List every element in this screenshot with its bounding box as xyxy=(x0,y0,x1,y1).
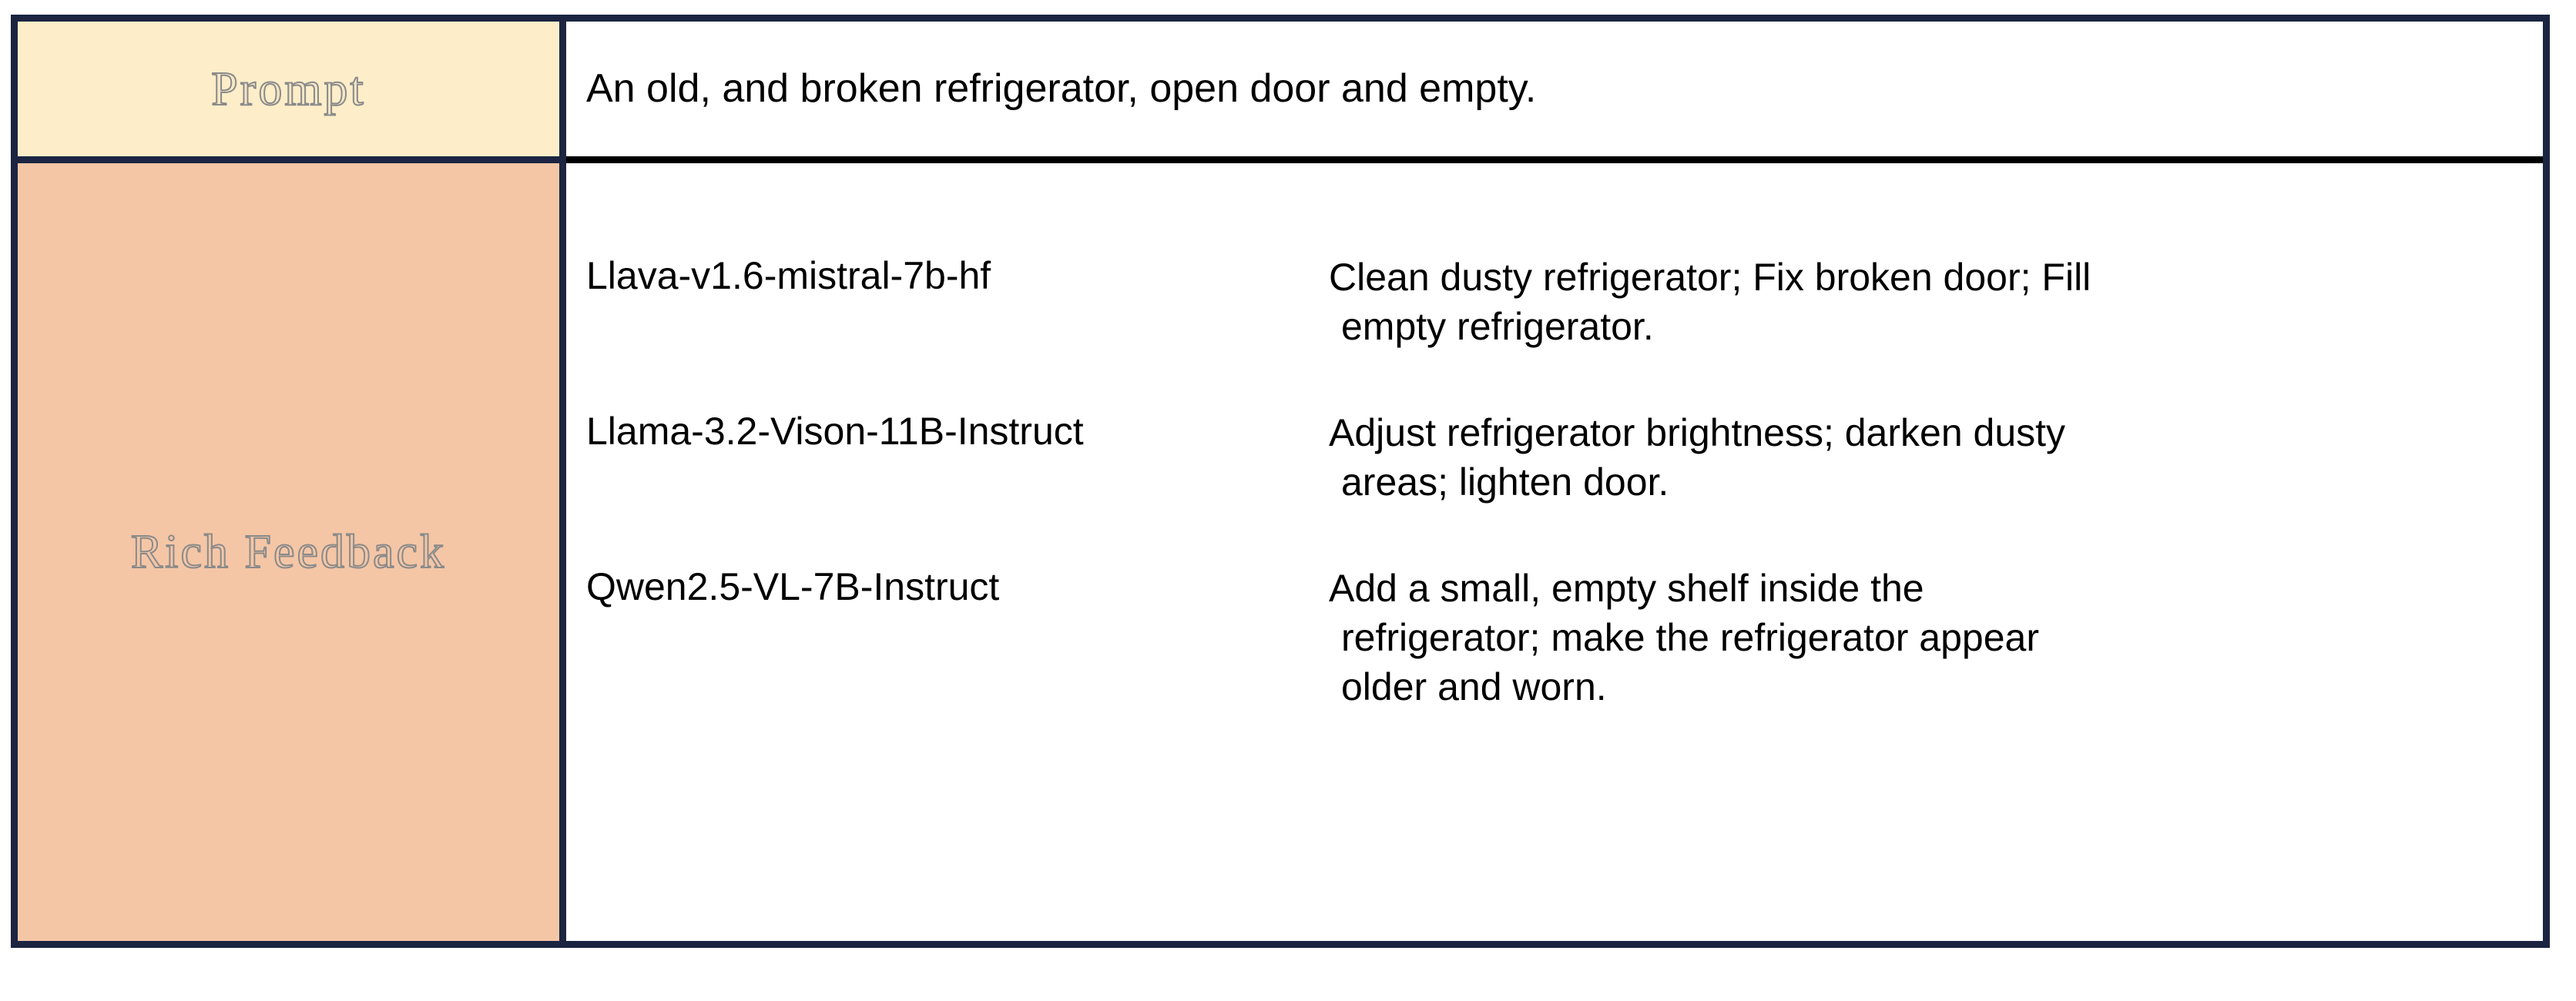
feedback-entry: Llama-3.2-Vison-11B-Instruct Adjust refr… xyxy=(566,408,2543,507)
model-name: Llava-v1.6-mistral-7b-hf xyxy=(586,254,991,297)
model-name: Qwen2.5-VL-7B-Instruct xyxy=(586,565,1000,608)
prompt-text: An old, and broken refrigerator, open do… xyxy=(586,65,1537,111)
table-row-rich-feedback: Rich Feedback Llava-v1.6-mistral-7b-hf C… xyxy=(18,163,2543,941)
table-row-prompt: Prompt An old, and broken refrigerator, … xyxy=(18,22,2543,163)
feedback-entry: Llava-v1.6-mistral-7b-hf Clean dusty ref… xyxy=(566,253,2543,351)
feedback-line: empty refrigerator. xyxy=(1341,305,1654,348)
feedback-line: Adjust refrigerator brightness; darken d… xyxy=(1329,411,2066,454)
prompt-content-cell: An old, and broken refrigerator, open do… xyxy=(566,22,2543,163)
rich-feedback-label-text: Rich Feedback xyxy=(130,526,447,578)
feedback-list: Llava-v1.6-mistral-7b-hf Clean dusty ref… xyxy=(566,163,2543,941)
table-inner: Prompt An old, and broken refrigerator, … xyxy=(18,22,2543,941)
feedback-text: Adjust refrigerator brightness; darken d… xyxy=(1329,408,2543,507)
feedback-line: older and worn. xyxy=(1341,665,1607,708)
feedback-text: Clean dusty refrigerator; Fix broken doo… xyxy=(1329,253,2543,351)
feedback-entry: Qwen2.5-VL-7B-Instruct Add a small, empt… xyxy=(566,564,2543,711)
feedback-line: areas; lighten door. xyxy=(1341,460,1669,504)
feedback-line: Clean dusty refrigerator; Fix broken doo… xyxy=(1329,256,2091,299)
rich-feedback-label-cell: Rich Feedback xyxy=(18,163,566,941)
feedback-line: Add a small, empty shelf inside the xyxy=(1329,567,1924,610)
rich-feedback-content-cell: Llava-v1.6-mistral-7b-hf Clean dusty ref… xyxy=(566,163,2543,941)
feedback-line: refrigerator; make the refrigerator appe… xyxy=(1341,616,2039,659)
prompt-label-cell: Prompt xyxy=(18,22,566,163)
prompt-label-text: Prompt xyxy=(210,62,366,116)
rich-feedback-table: Prompt An old, and broken refrigerator, … xyxy=(11,15,2550,948)
model-name: Llama-3.2-Vison-11B-Instruct xyxy=(586,410,1084,453)
feedback-text: Add a small, empty shelf inside the refr… xyxy=(1329,564,2543,711)
